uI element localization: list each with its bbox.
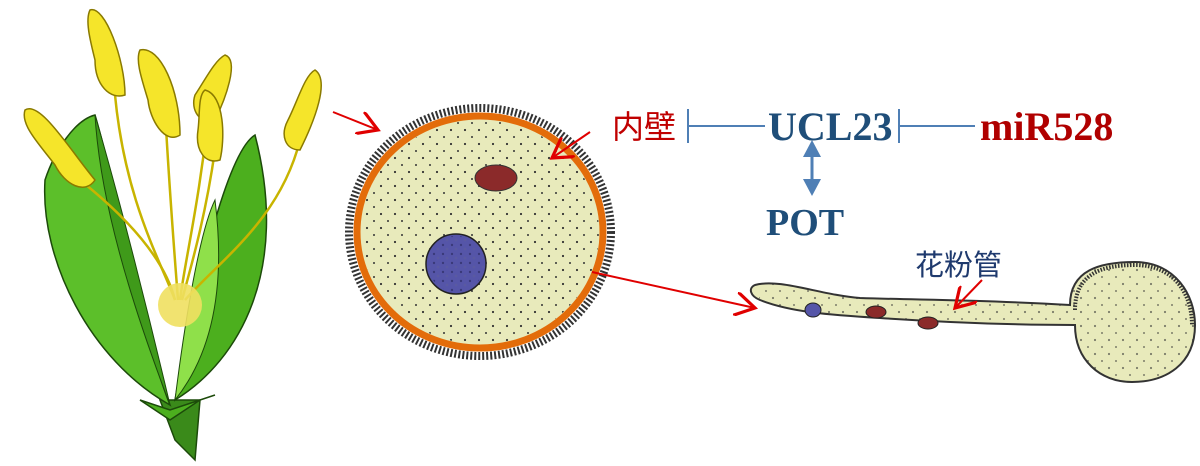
pollen-tube-illustration bbox=[749, 260, 1197, 384]
pollen-tube-pointer-arrow bbox=[955, 279, 983, 308]
pollen-to-tube-arrow bbox=[591, 271, 755, 308]
pollen-tube-label: 花粉管 bbox=[915, 248, 1002, 282]
regulatory-pathway: 内壁 UCL23 miR528 POT 花粉管 bbox=[612, 104, 1113, 282]
flower-illustration bbox=[23, 9, 322, 462]
intine-pointer-arrow bbox=[552, 131, 591, 158]
mir528-label: miR528 bbox=[980, 104, 1113, 149]
ucl23-label: UCL23 bbox=[768, 104, 892, 149]
pollen-grain-illustration bbox=[345, 104, 615, 360]
flower-to-pollen-arrow bbox=[332, 111, 378, 130]
intine-label: 内壁 bbox=[612, 108, 676, 146]
pot-label: POT bbox=[766, 202, 844, 244]
double-arrow-ucl23-pot bbox=[803, 140, 821, 196]
